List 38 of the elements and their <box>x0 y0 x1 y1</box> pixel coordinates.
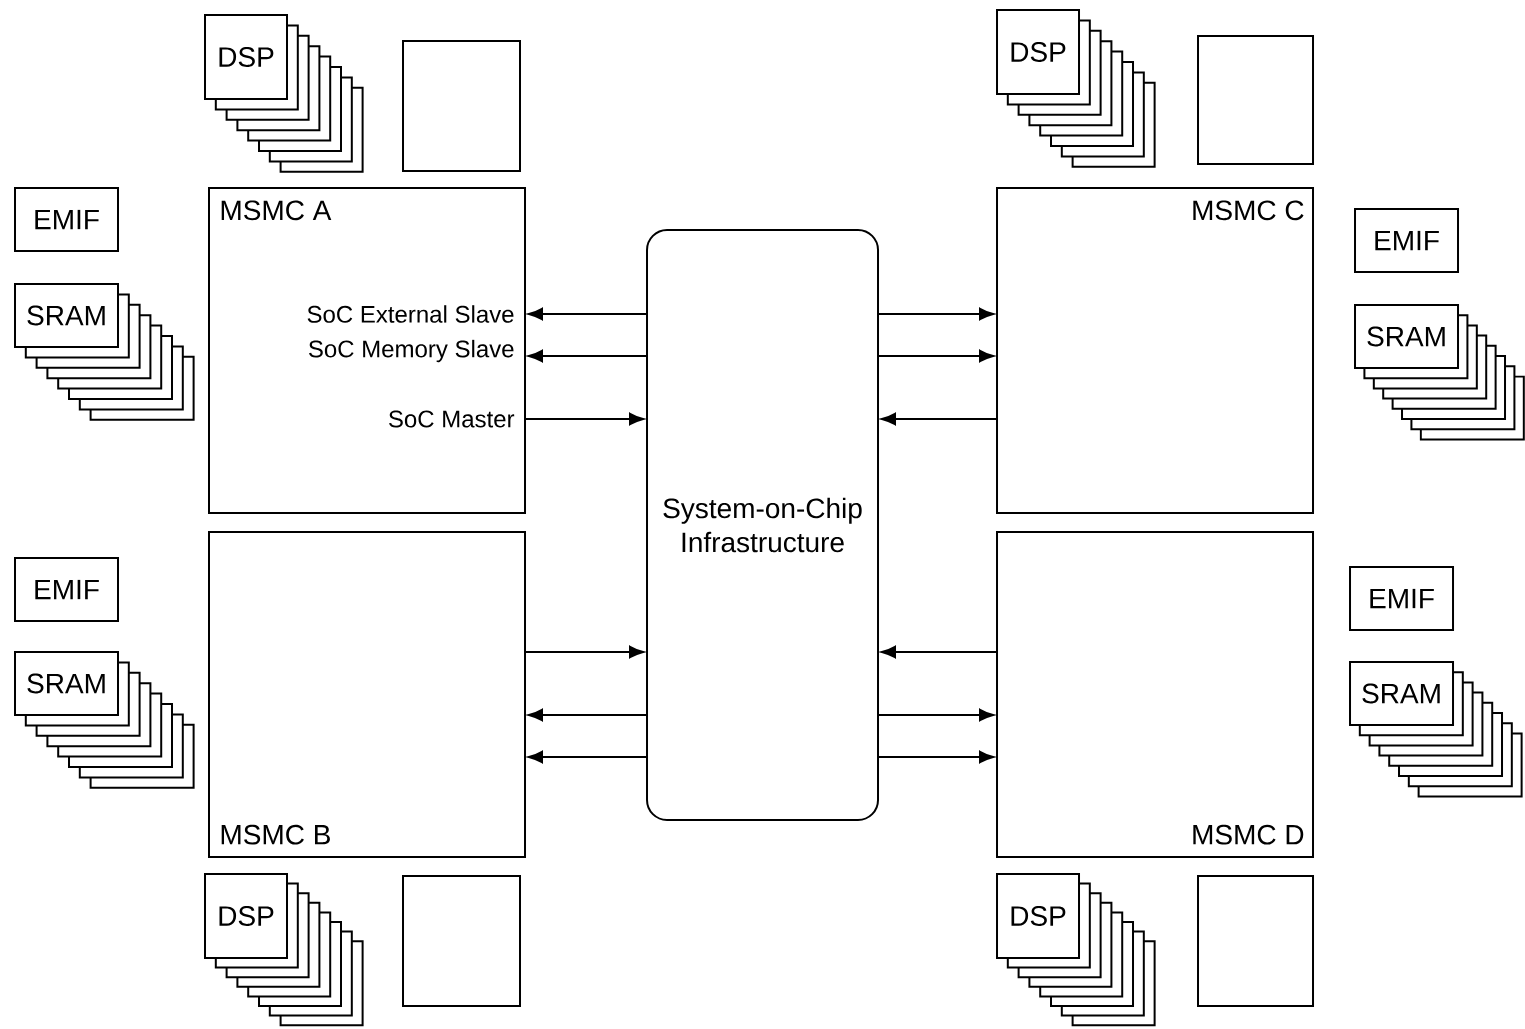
interconnect-box: System-on-Chip Infrastructure <box>646 229 879 821</box>
arrow <box>524 412 645 426</box>
stacked-boxes: SRAM <box>14 651 195 789</box>
arrow <box>524 645 645 659</box>
block-box <box>1197 35 1314 165</box>
node-label: SRAM <box>1367 326 1445 347</box>
stacked-boxes: SRAM <box>1349 661 1523 798</box>
arrow <box>528 708 648 722</box>
block-box: EMIF <box>1354 208 1459 273</box>
controller-label: MSMC B <box>221 824 330 845</box>
arrow <box>881 645 998 659</box>
stacked-boxes: SRAM <box>14 283 195 421</box>
block-box <box>402 40 521 172</box>
arrow <box>528 349 648 363</box>
block-box: EMIF <box>1349 566 1454 631</box>
controller-label: MSMC C <box>1193 200 1304 221</box>
block-box: EMIF <box>14 557 119 622</box>
controller-label: MSMC A <box>221 200 332 221</box>
arrow <box>528 307 648 321</box>
block-box <box>1197 875 1314 1007</box>
stacked-boxes: SRAM <box>1354 304 1525 441</box>
arrow <box>877 708 995 722</box>
arrow <box>877 349 995 363</box>
arrow <box>881 412 998 426</box>
arrow <box>877 307 995 321</box>
arrow <box>528 750 648 764</box>
arrow <box>877 750 995 764</box>
controller-label: MSMC D <box>1193 824 1304 845</box>
block-box <box>402 875 521 1007</box>
stacked-boxes: DSP <box>204 873 364 1027</box>
stacked-boxes: DSP <box>996 9 1156 168</box>
port-label: SoC Memory Slave <box>309 339 514 363</box>
port-label: SoC Master <box>389 410 515 428</box>
block-box: EMIF <box>14 187 119 252</box>
stacked-boxes: DSP <box>204 14 364 173</box>
node-label: SRAM <box>1362 683 1440 704</box>
stacked-boxes: DSP <box>996 873 1156 1027</box>
port-label: SoC External Slave <box>307 305 514 323</box>
